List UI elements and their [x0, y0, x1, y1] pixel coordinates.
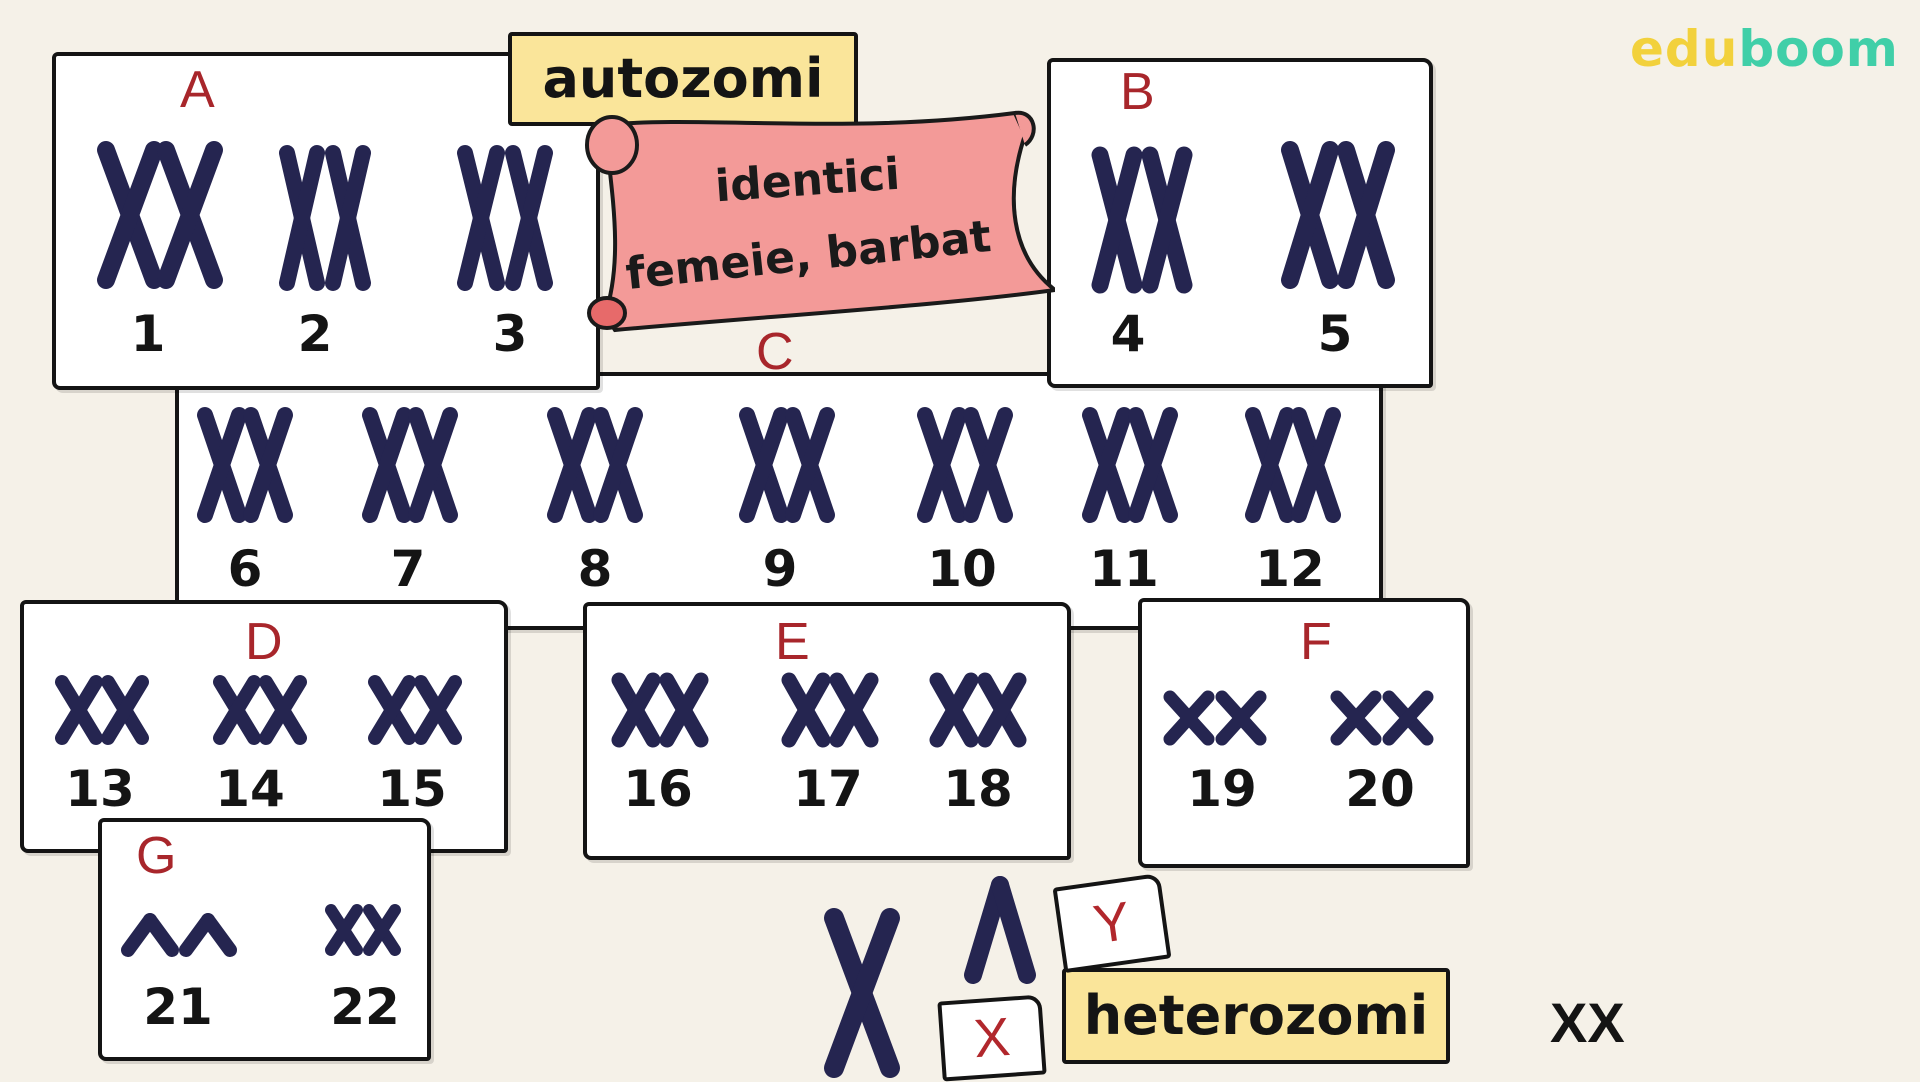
y-chromosome	[991, 876, 1036, 984]
chromosome-number: 19	[1187, 760, 1257, 818]
identical-scroll-banner: identici femeie, barbat	[585, 105, 1055, 340]
chromosome-number: 22	[330, 978, 400, 1036]
chromosome-number: 21	[143, 978, 213, 1036]
x-chromosome	[824, 908, 900, 1078]
x-chromosome	[824, 908, 900, 1078]
group-label-f: F	[1300, 613, 1332, 671]
chromosome-number: 20	[1345, 760, 1415, 818]
chromosome-number: 6	[227, 540, 263, 598]
chromosome-number: 4	[1110, 305, 1146, 363]
group-label-g: G	[136, 827, 177, 885]
chromosome-number: 13	[65, 760, 135, 818]
chromosome-number: 10	[927, 540, 997, 598]
group-label-d: D	[245, 613, 283, 671]
eduboom-logo: eduboom	[1630, 20, 1899, 78]
scroll-shape	[585, 110, 1055, 333]
chromosome-number: 9	[762, 540, 798, 598]
heterozomi-tag: heterozomi	[1062, 968, 1450, 1064]
group-label-b: B	[1120, 63, 1155, 121]
chromosome-number: 8	[577, 540, 613, 598]
chromosome-number: 15	[377, 760, 447, 818]
chromosome-number: 18	[943, 760, 1013, 818]
group-label-e: E	[775, 613, 810, 671]
chromosome-number: 3	[492, 305, 528, 363]
xx-label: XX	[1550, 991, 1625, 1054]
chromosome-number: 17	[793, 760, 863, 818]
chromosome-number: 1	[130, 305, 166, 363]
chromosome-number: 7	[390, 540, 426, 598]
chromosome-number: 12	[1255, 540, 1325, 598]
autozomi-tag: autozomi	[508, 32, 858, 126]
group-label-a: A	[180, 61, 215, 119]
chromosome-number: 14	[215, 760, 285, 818]
y-chromosome	[964, 876, 1009, 984]
group-label-c: C	[756, 323, 794, 381]
group-e-panel	[583, 602, 1071, 860]
chromosome-number: 16	[623, 760, 693, 818]
y-chromosome-flag: Y	[1052, 872, 1172, 974]
chromosome-number: 5	[1317, 305, 1353, 363]
chromosome-number: 2	[297, 305, 333, 363]
x-chromosome-flag: X	[937, 994, 1047, 1082]
chromosome-number: 11	[1089, 540, 1159, 598]
